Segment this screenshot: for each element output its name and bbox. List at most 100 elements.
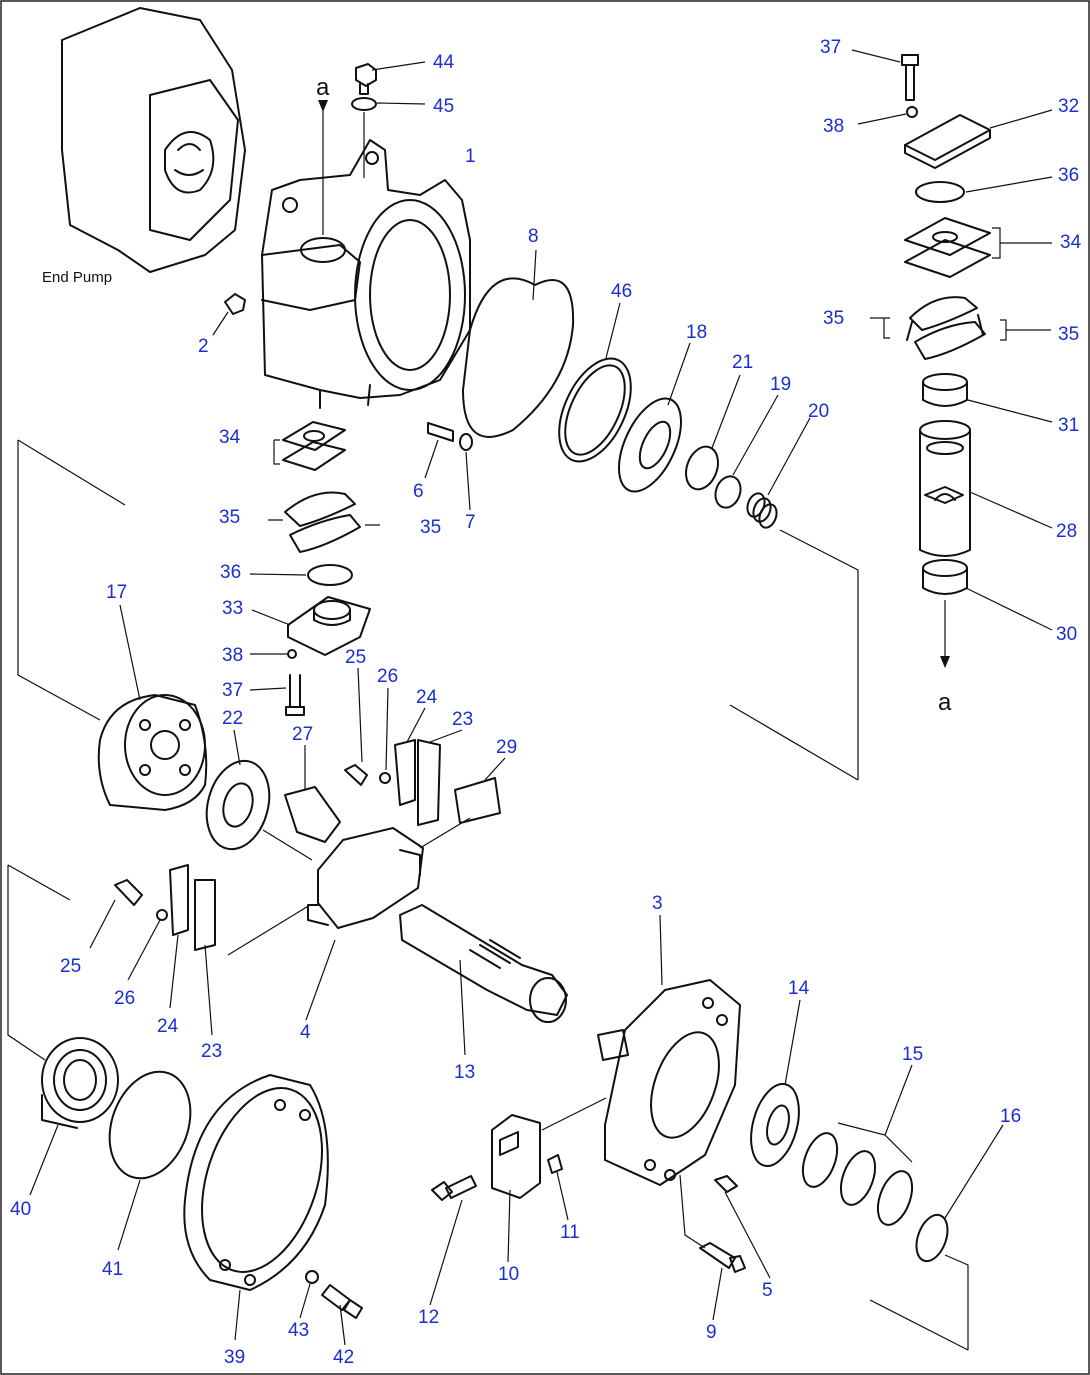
callout-26-lower: 26: [114, 988, 135, 1009]
callout-1: 1: [465, 146, 476, 167]
callout-26-upper: 26: [377, 666, 398, 687]
callout-39: 39: [224, 1347, 245, 1368]
link-23-lower: [194, 879, 216, 951]
cover-32: [904, 114, 991, 169]
servo-cover-34-right: [904, 217, 991, 278]
valve-plate-18: [618, 397, 682, 493]
washer-19: [714, 475, 742, 509]
o-ring-36-left: [307, 564, 353, 586]
section-a-marker-bottom: a: [938, 689, 952, 716]
callout-41: 41: [102, 1259, 123, 1280]
bolt-12: [431, 1175, 477, 1201]
link-24-lower: [169, 864, 189, 936]
plug-2: [224, 293, 246, 315]
washer-38-left: [287, 649, 297, 659]
callout-16: 16: [1000, 1106, 1021, 1127]
pin-6: [427, 422, 454, 442]
snap-ring-21: [685, 445, 719, 491]
callout-28: 28: [1056, 521, 1077, 542]
callout-19: 19: [770, 374, 791, 395]
callout-35-right-a: 35: [823, 308, 844, 329]
washer-26-lower: [156, 909, 168, 921]
callout-18: 18: [686, 322, 707, 343]
servo-piston-28: [919, 420, 971, 557]
callout-7: 7: [465, 512, 476, 533]
callout-36-left: 36: [220, 562, 241, 583]
callout-17: 17: [106, 582, 127, 603]
callout-12: 12: [418, 1307, 439, 1328]
shim-15c: [876, 1170, 914, 1226]
washer-43: [305, 1270, 319, 1284]
callout-23-upper: 23: [452, 709, 473, 730]
gasket-8: [462, 277, 575, 438]
callout-4: 4: [300, 1022, 311, 1043]
callout-32: 32: [1058, 96, 1079, 117]
link-23-upper: [417, 739, 441, 826]
retainer-35-right: [906, 296, 986, 360]
callout-34-left: 34: [219, 427, 241, 448]
callout-5: 5: [762, 1280, 773, 1301]
callout-22: 22: [222, 708, 243, 729]
retainer-35-left: [284, 491, 361, 553]
callout-31: 31: [1058, 415, 1079, 436]
callout-6: 6: [413, 481, 424, 502]
washer-38-right: [906, 106, 918, 118]
ring-46: [558, 357, 632, 463]
callout-23-lower: 23: [201, 1041, 222, 1062]
callout-43: 43: [288, 1320, 309, 1341]
plug-5: [714, 1175, 738, 1193]
callout-34-right: 34: [1060, 232, 1082, 253]
callout-46: 46: [611, 281, 632, 302]
callout-2: 2: [198, 336, 209, 357]
callout-21: 21: [732, 352, 753, 373]
end-cover-39: [183, 1074, 329, 1291]
o-ring-7: [459, 433, 473, 451]
drive-shaft-13: [399, 904, 568, 1023]
callout-3: 3: [652, 893, 663, 914]
plug-31: [922, 373, 968, 407]
bolt-42: [321, 1284, 363, 1319]
guide-27: [284, 786, 341, 843]
valve-block-10: [491, 1114, 541, 1199]
callout-8: 8: [528, 226, 539, 247]
callout-20: 20: [808, 401, 829, 422]
plug-30: [922, 559, 968, 595]
callout-35-left-a: 35: [219, 507, 240, 528]
o-ring-36-right: [915, 181, 965, 203]
callout-11: 11: [560, 1222, 580, 1243]
callout-14: 14: [788, 978, 810, 999]
bolt-37-right: [901, 54, 919, 101]
callout-25-upper: 25: [345, 647, 366, 668]
link-24-upper: [394, 739, 416, 806]
callout-38-left: 38: [222, 645, 243, 666]
callout-24-upper: 24: [416, 687, 438, 708]
end-pump-outline: [61, 7, 246, 273]
bolt-37-left: [285, 674, 305, 716]
callout-29: 29: [496, 737, 517, 758]
end-pump-label: End Pump: [42, 269, 112, 286]
callout-33: 33: [222, 598, 243, 619]
washer-26-upper: [379, 772, 391, 784]
callout-42: 42: [333, 1347, 354, 1368]
pin-11: [547, 1154, 563, 1174]
callout-37-right: 37: [820, 37, 841, 58]
o-ring-45: [351, 97, 377, 111]
shim-15a: [801, 1132, 839, 1188]
callout-25-lower: 25: [60, 956, 81, 977]
gear-14: [750, 1083, 800, 1167]
callout-13: 13: [454, 1062, 475, 1083]
callout-35-left-b: 35: [420, 517, 441, 538]
valve-housing-3: [597, 979, 741, 1186]
callout-44: 44: [433, 52, 455, 73]
callout-30: 30: [1056, 624, 1077, 645]
callout-36-right: 36: [1058, 165, 1079, 186]
bolt-9: [699, 1242, 746, 1273]
callout-9: 9: [706, 1322, 717, 1343]
cover-33: [287, 596, 371, 656]
spring-20: [746, 492, 778, 529]
swash-plate-4: [307, 827, 424, 929]
callout-labels: 44 45 1 2 8 46 18 21 19 20 6 7 34 35 35 …: [10, 37, 1082, 1368]
o-ring-41: [108, 1070, 192, 1180]
oil-seal-40: [41, 1037, 119, 1129]
